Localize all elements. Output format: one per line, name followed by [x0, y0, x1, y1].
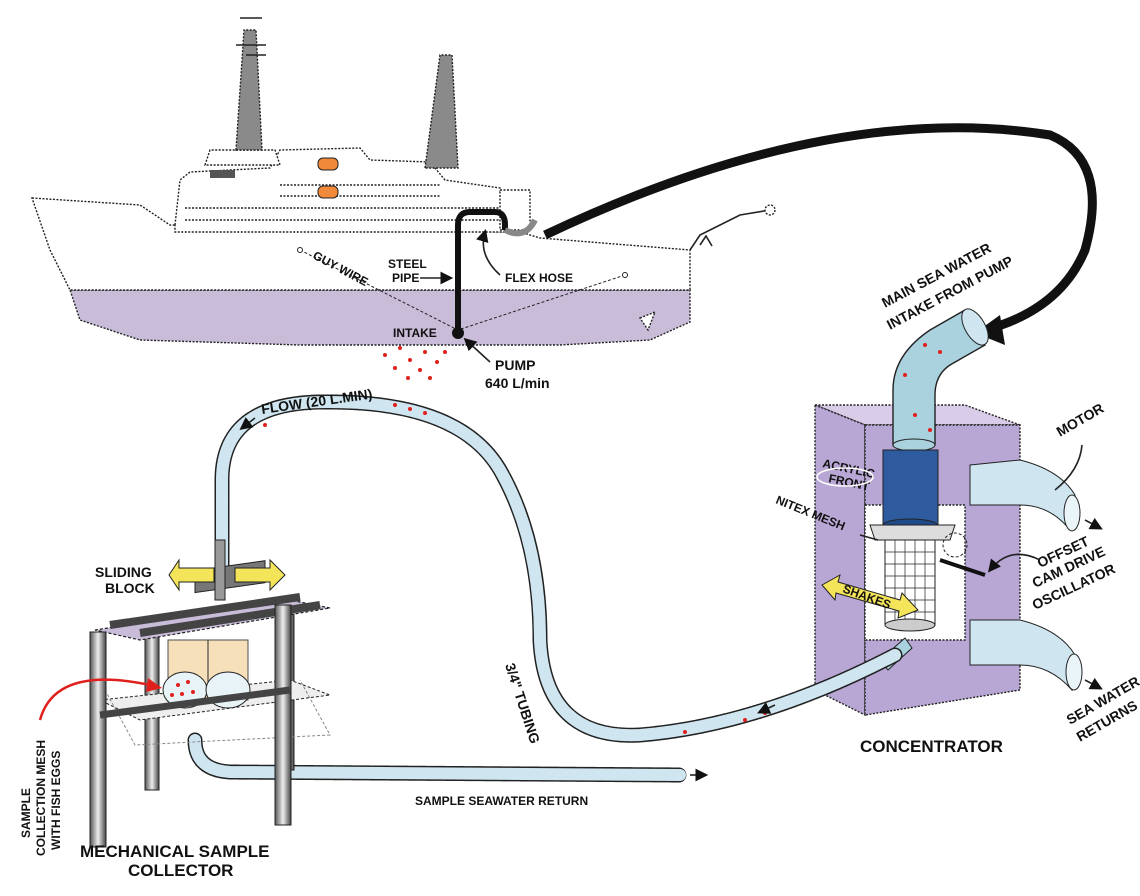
- liferaft-lower: [317, 185, 339, 199]
- mechanical-sample-collector: SLIDING BLOCK SAMPLE COLLECTION MESH WIT…: [19, 539, 331, 880]
- label-motor: MOTOR: [1054, 400, 1107, 440]
- label-collector-1: MECHANICAL SAMPLE: [80, 842, 270, 861]
- label-tubing: 3/4" TUBING: [502, 661, 543, 746]
- label-sample-return: SAMPLE SEAWATER RETURN: [415, 794, 588, 808]
- ship-mast-fore: [235, 29, 263, 151]
- ship-hull-lower: [69, 289, 691, 346]
- label-mesh-1: SAMPLE: [19, 788, 33, 838]
- label-pump: PUMP: [495, 357, 535, 373]
- flex-hose-pointer: [476, 228, 501, 276]
- label-sliding-block-1: SLIDING: [95, 564, 152, 580]
- label-steel-pipe-1: STEEL: [388, 257, 427, 271]
- intake-nozzle: [452, 327, 464, 339]
- flex-hose: [503, 218, 538, 237]
- pump-pointer: [463, 337, 491, 363]
- flow-arrow-ship-to-concentrator: [543, 123, 1097, 335]
- label-mesh-2: COLLECTION MESH: [34, 740, 48, 856]
- label-concentrator: CONCENTRATOR: [860, 737, 1003, 756]
- label-mesh-3: WITH FISH EGGS: [49, 751, 63, 850]
- label-collector-2: COLLECTOR: [128, 861, 233, 880]
- sample-tubing: FLOW (20 L.MIN) 3/4" TUBING SAMPLE SEAWA…: [187, 386, 903, 808]
- label-steel-pipe-2: PIPE: [392, 271, 419, 285]
- egg-cloud-intake: [383, 346, 447, 380]
- label-intake: INTAKE: [393, 326, 437, 340]
- ship: GUY WIRE STEEL PIPE FLEX HOSE INTAKE PUM…: [30, 17, 776, 391]
- steel-pipe: [455, 209, 508, 332]
- ship-hull-upper: [30, 197, 691, 291]
- ship-mast-aft: [424, 54, 459, 169]
- shakes-arrow: [821, 573, 919, 619]
- liferaft-upper: [317, 157, 339, 171]
- mesh-pointer: [38, 678, 151, 721]
- label-pump-rate: 640 L/min: [485, 375, 550, 391]
- acrylic-cylinder: [882, 449, 939, 526]
- label-sliding-block-2: BLOCK: [105, 580, 155, 596]
- label-flex-hose: FLEX HOSE: [505, 271, 573, 285]
- label-flow: FLOW (20 L.MIN): [260, 386, 373, 417]
